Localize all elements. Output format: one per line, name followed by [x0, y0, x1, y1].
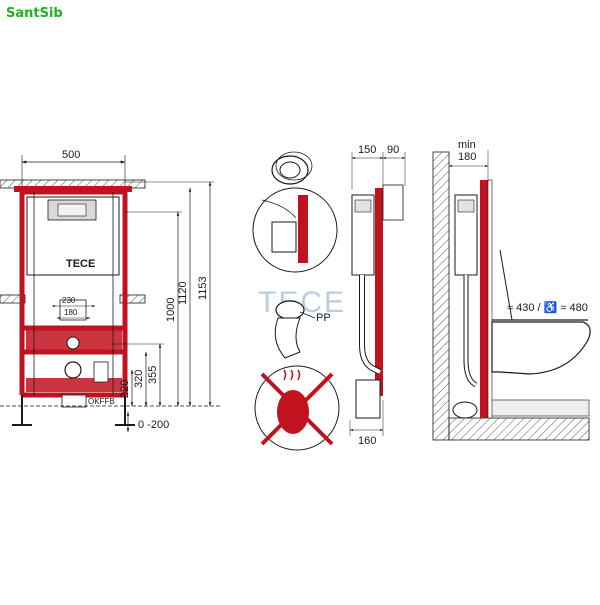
- toilet-bowl-icon: [491, 321, 591, 375]
- min-label: min: [458, 139, 476, 151]
- inlet-pipe-detail: [271, 221, 297, 253]
- floor-label: OKFFB: [88, 397, 115, 406]
- dim-1120-label: 1120: [177, 281, 189, 305]
- watermark-logo: SantSib: [6, 6, 63, 21]
- width-dim-label: 500: [62, 149, 80, 161]
- toilet-lid: [499, 249, 513, 321]
- dim-150-label: 150: [358, 144, 376, 156]
- height-dimension-lines: [110, 181, 214, 407]
- cross-line-b: [260, 372, 334, 446]
- dim-230-label: 230: [62, 296, 76, 305]
- seat-height-label: ≈ 430 / ♿ ≈ 480: [507, 301, 588, 314]
- installed-view: min 180 ≈ 430 / ♿ ≈ 480: [432, 139, 591, 441]
- dim-180-label: 180: [64, 308, 78, 317]
- drain-outlet-icon: [64, 361, 82, 379]
- adjust-dim-label: 0 -200: [138, 419, 169, 431]
- heat-icon: [283, 369, 301, 381]
- front-brand-label: TECE: [66, 258, 95, 270]
- side-view: 150 90 160: [349, 144, 406, 447]
- access-opening: [57, 203, 87, 217]
- dim-160-label: 160: [358, 435, 376, 447]
- side-outlet: [355, 379, 381, 419]
- dim-355-label: 355: [147, 366, 159, 384]
- wall-section: [298, 195, 308, 263]
- pp-label: PP: [316, 312, 331, 324]
- side-shelf-left: [0, 294, 26, 304]
- frame-top-rail: [14, 186, 132, 192]
- dim-220-label: 220: [119, 380, 131, 398]
- floor-slab: [448, 417, 590, 441]
- dim-1000-label: 1000: [165, 298, 177, 322]
- side-frame-red: [375, 188, 383, 396]
- pp-elbow-icon: [275, 300, 305, 320]
- front-view: TECE OKFFB 500 230 180: [0, 149, 220, 433]
- dim-320-label: 320: [133, 370, 145, 388]
- side-top-box: [382, 184, 404, 221]
- back-wall: [432, 151, 450, 441]
- tile-layer: [488, 399, 590, 417]
- min-value-label: 180: [458, 151, 476, 163]
- water-inlet-icon: [66, 336, 80, 350]
- detail-parts: TECE PP: [252, 151, 344, 451]
- dim-90-label: 90: [387, 144, 399, 156]
- drain-pipe: [61, 394, 87, 408]
- dim-1153-label: 1153: [197, 276, 209, 300]
- installed-frame-red: [480, 180, 488, 418]
- side-shelf-right: [119, 294, 146, 304]
- outlet-box: [93, 361, 109, 383]
